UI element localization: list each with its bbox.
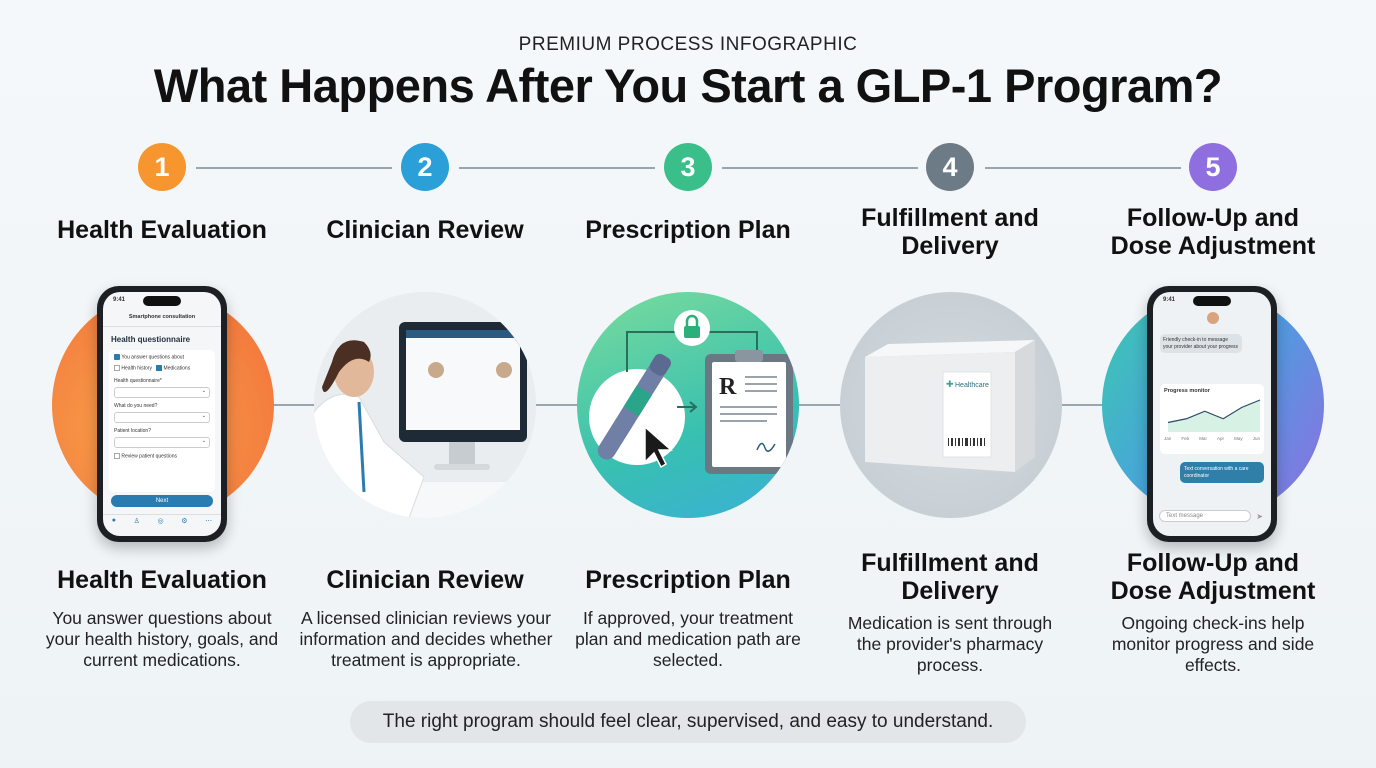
tab-bar: ● ♙ ◎ ⚙ ⋯ <box>103 514 221 530</box>
step-5-heading: Follow-Up and Dose Adjustment <box>1110 549 1316 605</box>
message-incoming: Friendly check-in to message your provid… <box>1160 334 1242 353</box>
clinician-illustration <box>314 292 536 518</box>
status-time: 9:41 <box>1163 297 1176 303</box>
checkbox-review[interactable] <box>114 452 120 459</box>
progress-chart <box>1167 399 1261 432</box>
step-5-title: Follow-Up and Dose Adjustment <box>1110 204 1316 260</box>
patient-avatar <box>428 362 444 378</box>
next-button[interactable]: Next <box>111 495 213 507</box>
questionnaire-heading: Health questionnaire <box>111 335 191 344</box>
step-5-description: Ongoing check-ins help monitor progress … <box>1111 613 1315 675</box>
step-5-badge: 5 <box>1189 143 1237 191</box>
step-4-badge: 4 <box>926 143 974 191</box>
step-4-description: Medication is sent through the provider'… <box>847 613 1053 675</box>
month-label: Apr <box>1217 436 1225 441</box>
checkbox-medications[interactable] <box>156 365 163 372</box>
message-outgoing: Text conversation with a care coordinato… <box>1180 462 1264 483</box>
kicker: PREMIUM PROCESS INFOGRAPHIC <box>518 34 858 55</box>
provider-avatar <box>1207 312 1219 324</box>
step-1-title: Health Evaluation <box>57 216 267 244</box>
cursor-icon <box>644 425 673 469</box>
month-label: May <box>1234 436 1243 441</box>
step-3-heading: Prescription Plan <box>585 566 791 594</box>
status-time: 9:41 <box>113 297 126 303</box>
signature <box>756 442 776 452</box>
injection-pen <box>597 353 671 460</box>
step-4-heading: Fulfillment and Delivery <box>861 549 1039 605</box>
patient-avatar <box>496 362 512 378</box>
connector <box>985 167 1181 169</box>
month-label: Jan <box>1164 436 1172 441</box>
user-icon[interactable]: ♙ <box>133 518 140 525</box>
step-1-badge: 1 <box>138 143 186 191</box>
prescription-illustration: R <box>577 292 799 518</box>
phone-followup: 9:41 Friendly check-in to message your p… <box>1147 286 1277 542</box>
clinician-hair <box>322 340 371 392</box>
delivery-illustration: Healthcare ✚ <box>840 292 1062 518</box>
connector <box>196 167 392 169</box>
svg-text:✚: ✚ <box>946 379 954 389</box>
step-2-title: Clinician Review <box>326 216 524 244</box>
select-3[interactable]: ⌄ <box>114 436 210 448</box>
month-label: Feb <box>1181 436 1190 441</box>
select-2[interactable]: ⌄ <box>114 411 210 423</box>
more-icon[interactable]: ⋯ <box>205 518 213 525</box>
step-1-description: You answer questions about your health h… <box>45 608 279 670</box>
settings-icon[interactable]: ⚙ <box>181 518 188 525</box>
phone-questionnaire: 9:41 Smartphone consultation Health ques… <box>97 286 227 542</box>
home-icon[interactable]: ● <box>111 517 117 524</box>
connector <box>722 167 918 169</box>
lock-icon <box>684 326 700 338</box>
rx-symbol: R <box>719 374 737 400</box>
box-front <box>865 352 1015 472</box>
checkbox-questions[interactable]: You answer questions about <box>114 354 210 361</box>
step-3-title: Prescription Plan <box>585 216 791 244</box>
message-input[interactable]: Text message <box>1159 510 1251 522</box>
chat-icon[interactable]: ◎ <box>157 518 164 525</box>
step-2-description: A licensed clinician reviews your inform… <box>299 608 553 670</box>
checkbox-history[interactable] <box>114 365 120 372</box>
box-label: Healthcare <box>955 382 989 389</box>
step-2-badge: 2 <box>401 143 449 191</box>
month-label: Mar <box>1199 436 1207 441</box>
step-2-heading: Clinician Review <box>326 566 524 594</box>
select-1[interactable]: ⌄ <box>114 386 210 398</box>
page-title: What Happens After You Start a GLP-1 Pro… <box>153 59 1223 112</box>
step-3-description: If approved, your treatment plan and med… <box>575 608 801 670</box>
step-3-badge: 3 <box>664 143 712 191</box>
month-label: Jun <box>1252 436 1260 441</box>
send-icon[interactable]: ➤ <box>1256 512 1263 521</box>
screen-header: Smartphone consultation <box>128 314 196 320</box>
step-4-title: Fulfillment and Delivery <box>861 204 1039 260</box>
connector <box>459 167 655 169</box>
footer-note: The right program should feel clear, sup… <box>350 701 1026 743</box>
step-1-heading: Health Evaluation <box>57 566 267 594</box>
